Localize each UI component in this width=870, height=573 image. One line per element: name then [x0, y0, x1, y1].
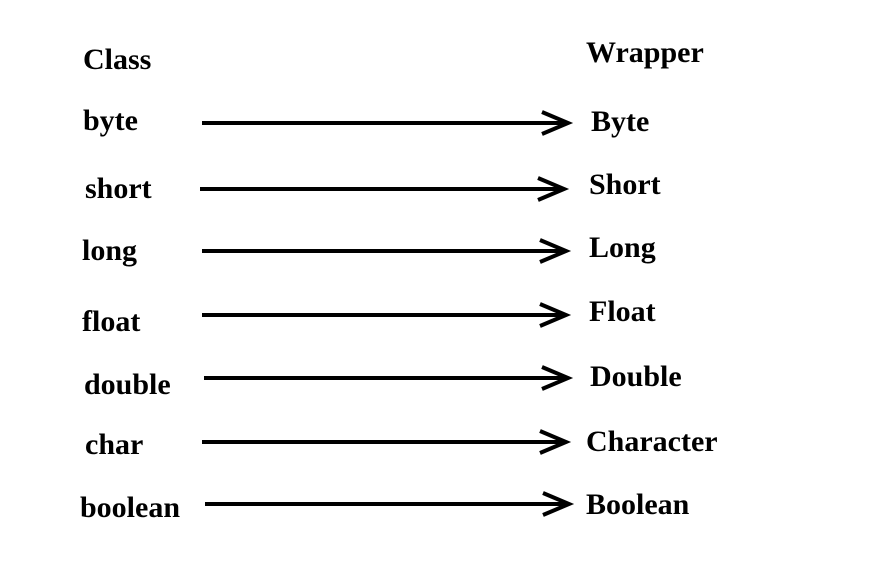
mapping-row: short Short [0, 170, 870, 210]
primitive-type-label: char [85, 428, 144, 461]
arrow-icon [205, 491, 575, 517]
mapping-row: double Double [0, 360, 870, 400]
wrapper-column-header: Wrapper [586, 36, 704, 69]
arrow-icon [202, 429, 572, 455]
wrapper-class-label: Short [589, 168, 661, 201]
mapping-row: boolean Boolean [0, 488, 870, 528]
mapping-row: float Float [0, 295, 870, 338]
mapping-row: byte Byte [0, 102, 870, 142]
wrapper-class-label: Byte [591, 105, 650, 138]
mapping-row: char Character [0, 425, 870, 465]
wrapper-class-label: Long [589, 231, 656, 264]
primitive-type-label: boolean [80, 491, 181, 524]
primitive-type-label: float [82, 305, 141, 338]
arrow-icon [202, 110, 574, 136]
class-column-header: Class [83, 43, 152, 76]
mapping-row: long Long [0, 233, 870, 273]
arrow-icon [202, 302, 572, 328]
arrow-icon [200, 176, 570, 202]
primitive-type-label: short [85, 172, 152, 205]
wrapper-class-label: Float [589, 295, 656, 328]
wrapper-class-label: Boolean [586, 488, 690, 521]
arrow-icon [202, 238, 572, 264]
primitive-type-label: byte [83, 104, 138, 137]
primitive-type-label: double [84, 368, 171, 401]
wrapper-class-label: Character [586, 425, 718, 458]
wrapper-class-label: Double [590, 360, 682, 393]
primitive-type-label: long [82, 234, 138, 267]
arrow-icon [204, 365, 574, 391]
